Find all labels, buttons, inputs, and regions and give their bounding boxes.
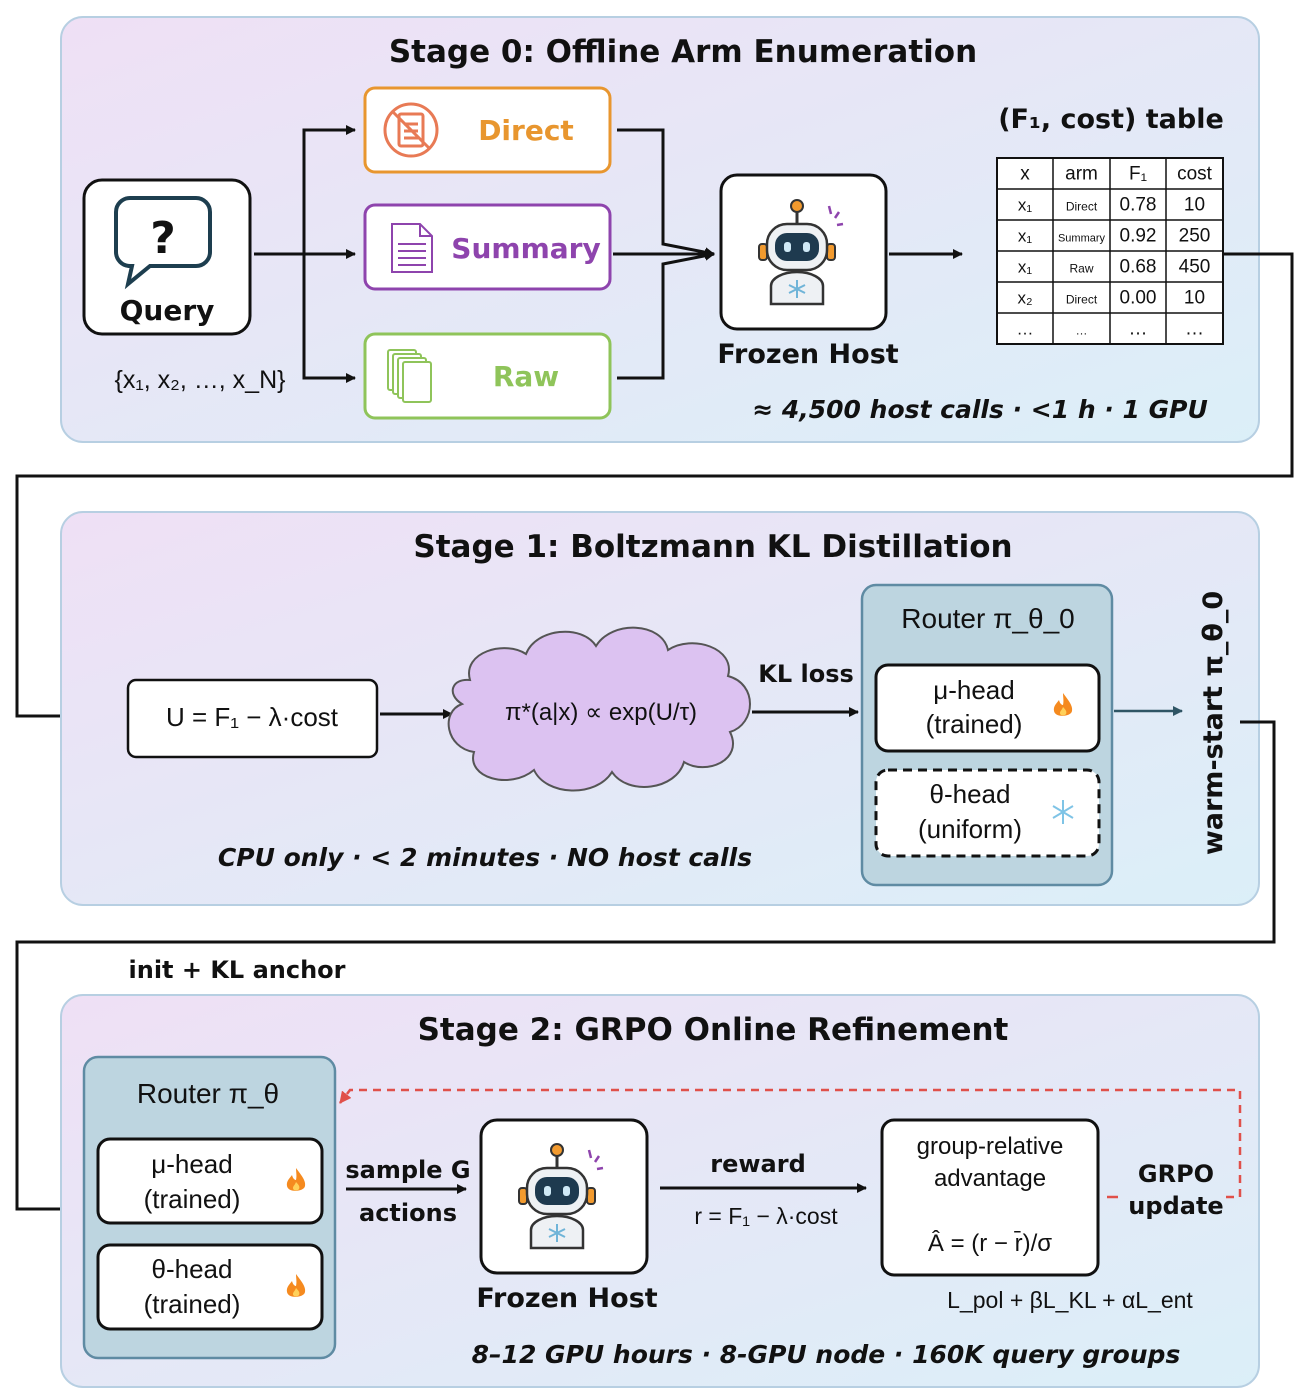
- frozen-host-stage0: Frozen Host: [717, 173, 899, 370]
- grpo-label: GRPO: [1138, 1160, 1214, 1188]
- stage0-to-stage1-connector: [15, 252, 1294, 721]
- stage2-title: Stage 2: GRPO Online Refinement: [418, 1012, 1009, 1048]
- arm-summary-label: Summary: [451, 232, 600, 265]
- table-header-cell: F₁: [1129, 164, 1147, 185]
- table-cell: x₂: [1017, 289, 1032, 308]
- query-label: Query: [120, 294, 215, 327]
- arm-summary: Summary: [363, 203, 612, 291]
- table-cell: x₁: [1018, 196, 1033, 215]
- f1-cost-table: x arm F₁ cost x₁ Direct 0.78 10 x₁ Summary 0.92 250…: [996, 157, 1224, 345]
- theta-head-state-stage2: (trained): [144, 1289, 241, 1319]
- reward-label: reward: [710, 1150, 806, 1178]
- no-document-icon: [383, 102, 439, 158]
- theta-head-state-stage1: (uniform): [918, 814, 1022, 844]
- frozen-host-stage2: Frozen Host: [476, 1118, 658, 1314]
- advantage-formula: Â = (r − r̄)/σ: [928, 1230, 1052, 1257]
- table-header-cell: cost: [1177, 164, 1213, 185]
- router-title-stage1: Router π_θ_0: [901, 603, 1074, 634]
- sample-g-label: sample G: [345, 1156, 470, 1184]
- advantage-line2: advantage: [934, 1165, 1046, 1192]
- mu-head-state-stage1: (trained): [926, 709, 1023, 739]
- table-cell: Summary: [1058, 233, 1106, 245]
- table-header-cell: arm: [1065, 164, 1098, 185]
- table-cell: 0.78: [1120, 195, 1157, 216]
- frozen-host-label-stage0: Frozen Host: [717, 339, 898, 370]
- theta-head-stage2: θ-head (trained): [96, 1243, 324, 1331]
- table-cell: …: [1076, 324, 1088, 338]
- table-header-cell: x: [1020, 164, 1030, 185]
- init-kl-anchor-label: init + KL anchor: [129, 956, 346, 984]
- stage2-panel: [60, 994, 1260, 1388]
- table-cell: …: [1129, 319, 1148, 340]
- svg-text:?: ?: [150, 213, 176, 264]
- table-cell: …: [1185, 319, 1204, 340]
- boltzmann-cloud: π*(a|x) ∝ exp(U/τ): [447, 626, 751, 792]
- robot-icon: [758, 199, 844, 306]
- table-cell: 0.68: [1120, 257, 1157, 278]
- theta-head-stage1: θ-head (uniform): [874, 768, 1101, 858]
- reward-formula: r = F₁ − λ·cost: [694, 1203, 838, 1229]
- arm-direct: Direct: [363, 86, 612, 174]
- theta-head-title-stage2: θ-head: [152, 1254, 233, 1284]
- table-cell: Direct: [1066, 293, 1098, 307]
- advantage-line1: group-relative: [917, 1133, 1064, 1160]
- stage1-title: Stage 1: Boltzmann KL Distillation: [413, 529, 1012, 565]
- table-cell: 0.00: [1120, 288, 1157, 309]
- stage1-footnote: CPU only · < 2 minutes · NO host calls: [218, 843, 752, 872]
- arm-raw: Raw: [363, 332, 612, 420]
- mu-head-state-stage2: (trained): [144, 1184, 241, 1214]
- theta-head-title-stage1: θ-head: [930, 779, 1011, 809]
- warm-start-label: warm-start π_θ_0: [1198, 591, 1229, 855]
- fanout-arrows: [254, 125, 356, 383]
- question-bubble-icon: ?: [114, 196, 212, 290]
- snowflake-icon: [1052, 800, 1074, 824]
- kl-loss-label: KL loss: [758, 660, 854, 688]
- loss-formula: L_pol + βL_KL + αL_ent: [947, 1287, 1193, 1313]
- router-stage2: Router π_θ μ-head (trained) θ-head (trai…: [82, 1055, 337, 1360]
- stacked-documents-icon: [387, 349, 432, 403]
- arm-raw-label: Raw: [493, 360, 559, 393]
- frozen-host-label-stage2: Frozen Host: [476, 1283, 657, 1314]
- table-title: (F₁, cost) table: [998, 104, 1224, 135]
- stage2-footnote: 8–12 GPU hours · 8-GPU node · 160K query…: [472, 1340, 1181, 1369]
- grpo-update-label: update: [1128, 1192, 1223, 1220]
- document-icon: [391, 223, 433, 273]
- stage0-footnote: ≈ 4,500 host calls · <1 h · 1 GPU: [752, 395, 1208, 424]
- stage0-title: Stage 0: Offline Arm Enumeration: [389, 34, 977, 70]
- table-cell: x₁: [1018, 227, 1033, 246]
- router-stage1: Router π_θ_0 μ-head (trained) θ-head (un…: [860, 583, 1114, 887]
- table-cell: x₁: [1018, 258, 1033, 277]
- arm-direct-label: Direct: [478, 114, 574, 147]
- table-cell: Direct: [1066, 200, 1098, 214]
- fire-icon: [286, 1274, 306, 1297]
- router-title-stage2: Router π_θ: [137, 1078, 279, 1109]
- stage1-to-stage2-connector: [15, 720, 1276, 1214]
- mu-head-title-stage1: μ-head: [933, 675, 1014, 705]
- mu-head-title-stage2: μ-head: [151, 1149, 232, 1179]
- table-cell: 10: [1184, 195, 1205, 216]
- boltzmann-target: π*(a|x) ∝ exp(U/τ): [505, 699, 697, 726]
- fire-icon: [1053, 693, 1073, 716]
- stage0-panel: [60, 16, 1260, 443]
- robot-icon: [518, 1143, 604, 1250]
- table-cell: 450: [1179, 257, 1211, 278]
- sample-actions-label: actions: [359, 1199, 457, 1227]
- mu-head-stage1: μ-head (trained): [874, 663, 1101, 753]
- utility-formula: U = F₁ − λ·cost: [166, 702, 339, 732]
- table-cell: Raw: [1069, 262, 1093, 276]
- utility-node: U = F₁ − λ·cost: [126, 678, 379, 759]
- mu-head-stage2: μ-head (trained): [96, 1137, 324, 1225]
- query-node: ? Query: [82, 178, 252, 336]
- table-cell: …: [1017, 320, 1034, 339]
- fanin-arrows: [613, 128, 715, 380]
- table-cell: 250: [1179, 226, 1211, 247]
- table-cell: 10: [1184, 288, 1205, 309]
- fire-icon: [286, 1168, 306, 1191]
- query-set: {x₁, x₂, …, x_N}: [115, 366, 286, 394]
- table-cell: 0.92: [1120, 226, 1157, 247]
- advantage-node: group-relative advantage Â = (r − r̄)/σ: [880, 1118, 1100, 1277]
